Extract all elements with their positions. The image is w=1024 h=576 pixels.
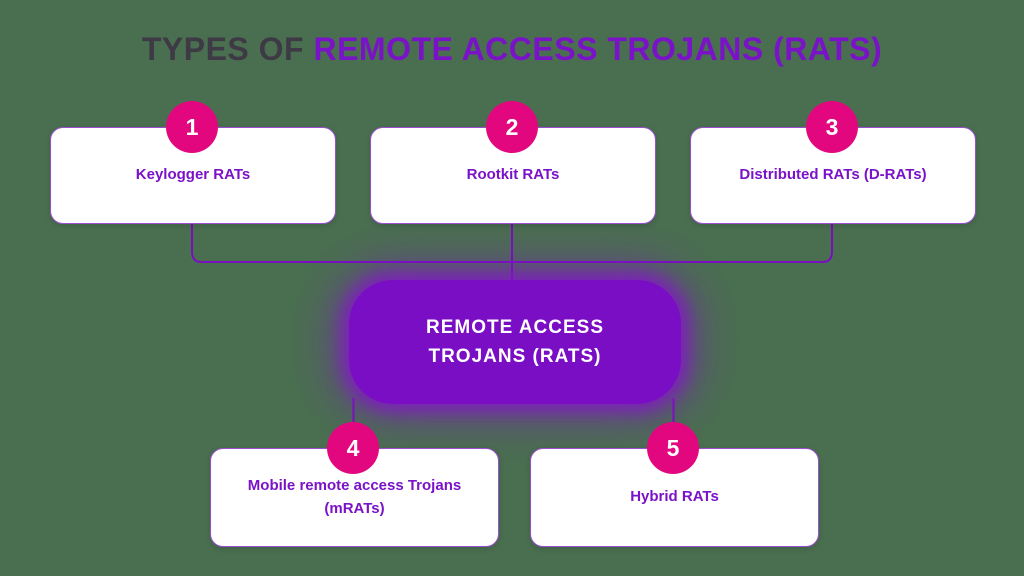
- badge-number: 1: [185, 113, 199, 140]
- center-node-line2: TROJANS (RATS): [428, 346, 602, 367]
- center-node-rats: REMOTE ACCESS TROJANS (RATS): [349, 280, 681, 404]
- node-label: Distributed RATs (D-RATs): [739, 166, 927, 184]
- number-badge-1: 1: [166, 101, 218, 153]
- number-badge-3: 3: [806, 101, 858, 153]
- badge-number: 3: [825, 113, 839, 140]
- number-badge-2: 2: [486, 101, 538, 153]
- title-highlight: REMOTE ACCESS TROJANS (RATS): [313, 31, 883, 67]
- center-node-line1: REMOTE ACCESS: [425, 316, 605, 338]
- page-title: TYPES OF REMOTE ACCESS TROJANS (RATS): [0, 31, 1024, 68]
- node-label: Keylogger RATs: [135, 166, 251, 184]
- number-badge-5: 5: [647, 422, 699, 474]
- node-label: Rootkit RATs: [466, 166, 560, 184]
- title-prefix: TYPES OF: [141, 31, 314, 67]
- number-badge-4: 4: [327, 422, 379, 474]
- badge-number: 2: [505, 113, 519, 140]
- node-label: Hybrid RATs: [630, 488, 719, 506]
- node-distributed-rats: Distributed RATs (D-RATs): [690, 127, 976, 224]
- connector-top-row: [191, 222, 833, 263]
- node-label: Mobile remote access Trojans (mRATs): [247, 477, 462, 517]
- badge-number: 4: [346, 434, 360, 461]
- badge-number: 5: [666, 434, 680, 461]
